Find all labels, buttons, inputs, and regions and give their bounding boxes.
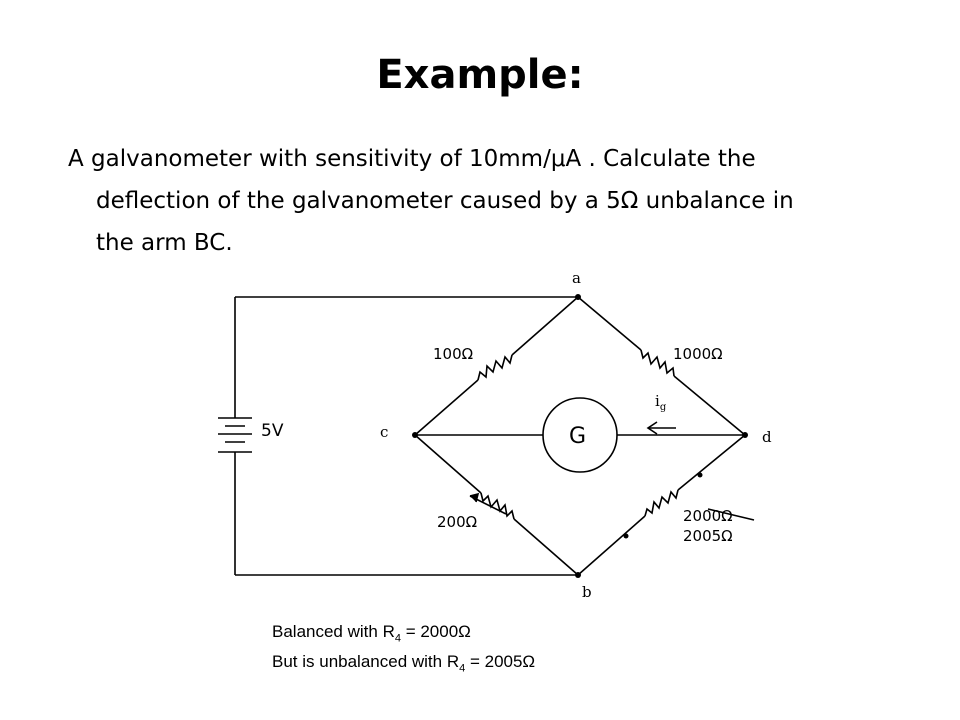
arm-ad [577, 296, 746, 436]
node-a-label: a [572, 269, 581, 287]
battery-voltage-label: 5V [261, 421, 284, 441]
problem-statement: A galvanometer with sensitivity of 10mm/… [68, 138, 916, 264]
balance-notes: Balanced with R4 = 2000Ω But is unbalanc… [272, 620, 535, 681]
current-arrow-icon [646, 421, 676, 435]
slide-title: Example: [376, 52, 584, 98]
galvanometer-label: G [569, 424, 586, 449]
battery-symbol [218, 417, 252, 453]
db-dot-upper [697, 472, 703, 478]
galvanometer-circle [542, 397, 618, 473]
node-a-dot [575, 294, 581, 300]
resistor-ac-label: 100Ω [433, 345, 473, 363]
resistor-cb-label: 200Ω [437, 513, 477, 531]
node-c-label: c [380, 423, 388, 441]
problem-line-3: the arm BC. [96, 230, 233, 256]
balanced-note: Balanced with R4 = 2000Ω [272, 622, 471, 645]
unbalanced-note: But is unbalanced with R4 = 2005Ω [272, 652, 536, 675]
resistor-db-old-label: 2000Ω [683, 507, 733, 525]
problem-line-1: A galvanometer with sensitivity of 10mm/… [68, 146, 756, 172]
node-d-label: d [762, 428, 772, 446]
resistor-ad-label: 1000Ω [673, 345, 723, 363]
strikethrough-2000 [707, 508, 755, 521]
node-d-dot [742, 432, 748, 438]
current-label: ig [655, 392, 667, 413]
arm-db [577, 434, 746, 576]
arm-ac [414, 296, 579, 436]
resistor-db-new-label: 2005Ω [683, 527, 733, 545]
db-dot-lower [623, 533, 629, 539]
node-b-dot [575, 572, 581, 578]
node-b-label: b [582, 583, 592, 601]
arm-cb [414, 434, 579, 576]
problem-line-2: deflection of the galvanometer caused by… [96, 188, 794, 214]
node-c-dot [412, 432, 418, 438]
